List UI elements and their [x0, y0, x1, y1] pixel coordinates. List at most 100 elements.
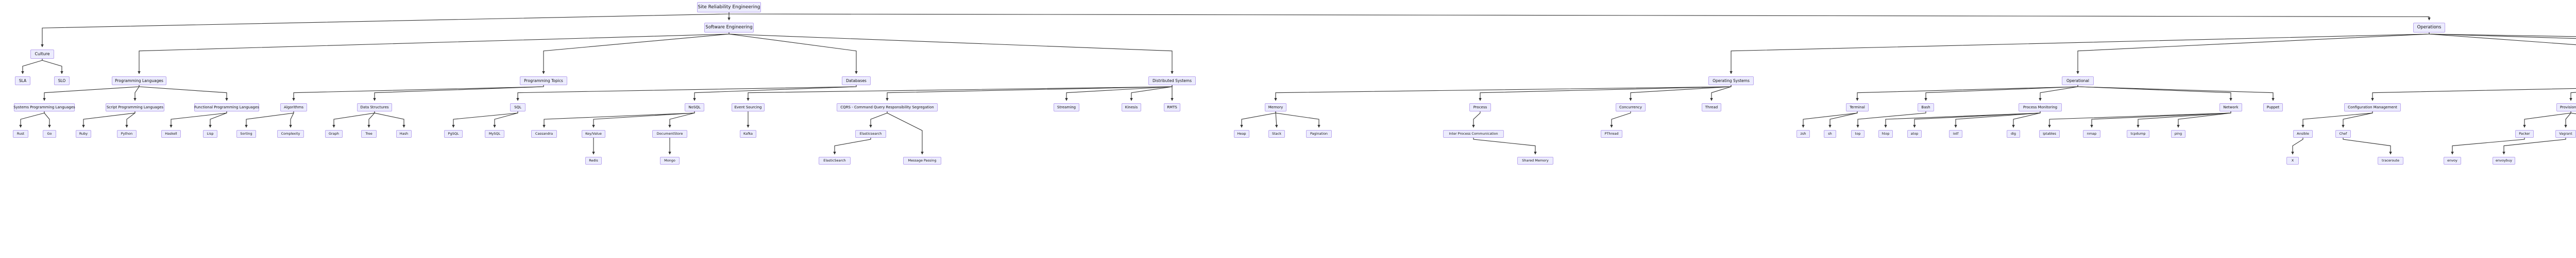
node-ruby[interactable]: Ruby — [76, 130, 91, 138]
node-message-passing[interactable]: Message Passing — [903, 157, 941, 165]
node-top[interactable]: top — [1851, 130, 1865, 138]
node-packer[interactable]: Packer — [2515, 130, 2534, 138]
node-heap[interactable]: Heap — [1234, 130, 1249, 138]
node-sh[interactable]: sh — [1824, 130, 1836, 138]
node-stack[interactable]: Stack — [1268, 130, 1285, 138]
edge-sql-to-mysql — [493, 111, 518, 128]
node-bash[interactable]: Bash — [1918, 103, 1934, 111]
node-kafka[interactable]: Kafka — [740, 130, 756, 138]
edge-operational-to-puppet — [2077, 85, 2275, 101]
node-zsh[interactable]: zsh — [1797, 130, 1810, 138]
edge-operations-to-operating-systems — [1730, 33, 2430, 74]
node-hash[interactable]: Hash — [396, 130, 412, 138]
edge-algorithms-to-complexity — [289, 111, 294, 128]
node-ping[interactable]: ping — [2171, 130, 2185, 138]
edge-operations-to-networking — [2429, 33, 2576, 39]
node-elasticsearch-b[interactable]: Elasticsearch — [855, 130, 886, 138]
node-pagination[interactable]: Pagination — [1306, 130, 1332, 138]
node-slo[interactable]: SLO — [54, 76, 70, 85]
node-sql[interactable]: SQL — [510, 103, 526, 111]
node-memory[interactable]: Memory — [1265, 103, 1286, 111]
node-haskell[interactable]: Haskell — [161, 130, 181, 138]
edge-software-engineering-to-programming-languages — [138, 33, 730, 74]
node-elasticsearch[interactable]: ElasticSearch — [819, 157, 851, 165]
node-cassandra[interactable]: Cassandra — [531, 130, 557, 138]
node-programming-topics[interactable]: Programming Topics — [520, 76, 567, 85]
node-nosql[interactable]: NoSQL — [685, 103, 704, 111]
node-thread[interactable]: Thread — [1702, 103, 1721, 111]
node-systems-programming-languages[interactable]: Systems Programming Languages — [13, 103, 75, 111]
node-programming-languages[interactable]: Programming Languages — [112, 76, 166, 85]
node-software-engineering[interactable]: Software Engineering — [704, 23, 754, 33]
node-databases[interactable]: Databases — [842, 76, 871, 85]
edge-operations-to-infrastructure-as-code — [2429, 33, 2576, 45]
edge-script-programming-languages-to-python — [125, 111, 135, 128]
node-culture[interactable]: Culture — [30, 50, 54, 59]
node-envoybuy[interactable]: envoybuy — [2493, 157, 2515, 165]
node-python[interactable]: Python — [117, 130, 137, 138]
node-operations[interactable]: Operations — [2413, 23, 2445, 33]
node-ansible[interactable]: Ansible — [2293, 130, 2313, 138]
node-root[interactable]: Site Reliability Engineering — [697, 2, 761, 12]
node-iotf[interactable]: iotf — [1949, 130, 1962, 138]
node-provisioning[interactable]: Provisioning — [2556, 103, 2576, 111]
node-streaming[interactable]: Streaming — [1054, 103, 1079, 111]
node-distributed-systems[interactable]: Distributed Systems — [1148, 76, 1196, 85]
edge-configuration-management-to-ansible — [2301, 111, 2373, 128]
node-tree[interactable]: Tree — [361, 130, 377, 138]
node-algorithms[interactable]: Algorithms — [280, 103, 307, 111]
edge-programming-topics-to-data-structures — [373, 85, 544, 101]
node-go[interactable]: Go — [43, 130, 56, 138]
node-rust[interactable]: Rust — [13, 130, 28, 138]
node-process-monitoring[interactable]: Process Monitoring — [2019, 103, 2062, 111]
edge-programming-topics-to-algorithms — [292, 85, 544, 101]
edge-software-engineering-to-databases — [728, 33, 858, 74]
node-functional-programming-languages[interactable]: Functional Programming Languages — [194, 103, 259, 111]
node-x[interactable]: X — [2286, 157, 2299, 165]
node-traceroute[interactable]: traceroute — [2378, 157, 2403, 165]
node-script-programming-languages[interactable]: Script Programming Languages — [106, 103, 164, 111]
node-chef[interactable]: Chef — [2335, 130, 2351, 138]
edge-sql-to-pgsql — [452, 111, 518, 128]
node-htop[interactable]: htop — [1878, 130, 1893, 138]
node-event-sourcing[interactable]: Event Sourcing — [732, 103, 765, 111]
node-pgsql[interactable]: PgSQL — [444, 130, 463, 138]
edge-configuration-management-to-chef — [2342, 111, 2373, 128]
node-sla[interactable]: SLA — [15, 76, 30, 85]
node-puppet[interactable]: Puppet — [2263, 103, 2283, 111]
edge-data-structures-to-graph — [332, 111, 375, 128]
node-pthread[interactable]: PThread — [1601, 130, 1622, 138]
node-atop[interactable]: atop — [1907, 130, 1922, 138]
node-complexity[interactable]: Complexity — [277, 130, 304, 138]
node-mysql[interactable]: MySQL — [485, 130, 504, 138]
node-lisp[interactable]: Lisp — [203, 130, 217, 138]
node-nmap[interactable]: nmap — [2083, 130, 2100, 138]
node-terminal[interactable]: Terminal — [1846, 103, 1869, 111]
node-cqrs[interactable]: CQRS - Command Query Responsibility Segr… — [837, 103, 938, 111]
node-operational[interactable]: Operational — [2062, 76, 2094, 85]
node-tcpdump[interactable]: tcpdump — [2127, 130, 2149, 138]
node-sorting[interactable]: Sorting — [236, 130, 256, 138]
node-envoy[interactable]: envoy — [2444, 157, 2461, 165]
node-kafka-top[interactable]: RMTS — [1164, 103, 1180, 111]
node-data-structures[interactable]: Data Structures — [357, 103, 392, 111]
node-mongo[interactable]: Mongo — [660, 157, 680, 165]
node-vagrant[interactable]: Vagrant — [2555, 130, 2576, 138]
node-network[interactable]: Network — [2219, 103, 2242, 111]
node-shared-memory[interactable]: Shared Memory — [1517, 157, 1553, 165]
node-iptables[interactable]: iptables — [2039, 130, 2060, 138]
node-inter-process-communication[interactable]: Inter Process Communication — [1443, 130, 1504, 138]
edge-process-to-inter-process-communication — [1472, 111, 1481, 128]
node-process[interactable]: Process — [1469, 103, 1491, 111]
node-concurrency[interactable]: Concurrency — [1616, 103, 1646, 111]
node-dig[interactable]: dig — [2007, 130, 2020, 138]
edge-provisioning-to-terraform — [2570, 111, 2576, 115]
node-redis[interactable]: Redis — [585, 157, 602, 165]
edge-distributed-systems-to-kinesis — [1130, 85, 1173, 101]
node-operating-systems[interactable]: Operating Systems — [1708, 76, 1754, 85]
node-configuration-management[interactable]: Configuration Management — [2344, 103, 2401, 111]
node-keyvalue[interactable]: Key/Value — [582, 130, 605, 138]
node-kinesis[interactable]: Kinesis — [1122, 103, 1141, 111]
node-documentstore[interactable]: DocumentStore — [652, 130, 687, 138]
node-graph[interactable]: Graph — [325, 130, 343, 138]
